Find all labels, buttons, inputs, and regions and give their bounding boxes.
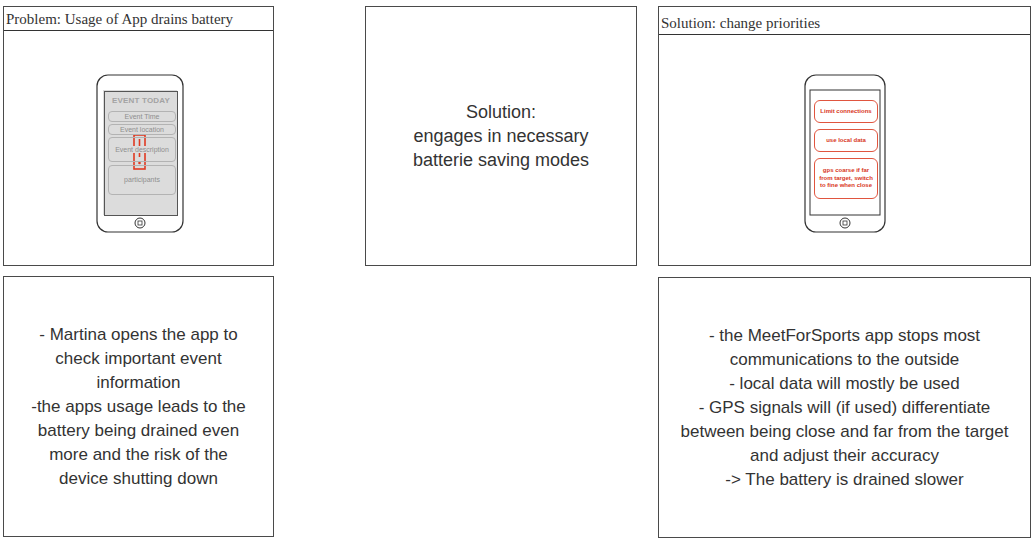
screen-field: participants bbox=[108, 165, 176, 195]
screen-title: EVENT TODAY bbox=[105, 96, 177, 105]
problem-frame: Problem: Usage of App drains batteryEVEN… bbox=[3, 6, 274, 266]
node-label: Solution: bbox=[466, 100, 536, 124]
left-phone bbox=[97, 75, 183, 232]
bullet-text: -> The battery is drained slower bbox=[725, 468, 963, 492]
node-label: Event Time bbox=[123, 113, 160, 121]
phone-screen bbox=[810, 90, 880, 215]
home-button-icon bbox=[843, 221, 847, 225]
phone-screen-fill bbox=[103, 90, 177, 215]
screen-field: Event description bbox=[108, 137, 176, 162]
home-button bbox=[840, 218, 850, 228]
bullet-text: - the MeetForSports app stops most commu… bbox=[677, 324, 1012, 372]
bullet-text: -the apps usage leads to the battery bei… bbox=[26, 395, 251, 491]
node-label: gps coarse if far from target, switch to… bbox=[817, 167, 875, 190]
node-label: Limit connections bbox=[820, 108, 871, 116]
frame-heading: Solution: change priorities bbox=[659, 7, 1030, 35]
node-label: use local data bbox=[826, 137, 866, 145]
problem-description: - Martina opens the app to check importa… bbox=[3, 276, 274, 537]
home-button-icon bbox=[138, 221, 142, 225]
bullet-text: - local data will mostly be used bbox=[729, 372, 960, 396]
screen-field: Event Time bbox=[108, 111, 176, 122]
screen-field: Event location bbox=[108, 124, 176, 135]
warning-dot bbox=[138, 162, 141, 165]
home-button bbox=[135, 218, 145, 228]
frame-heading: Problem: Usage of App drains battery bbox=[4, 7, 273, 31]
bullet-text: - Martina opens the app to check importa… bbox=[26, 323, 251, 395]
right-phone bbox=[805, 75, 885, 232]
phone-body bbox=[805, 75, 885, 232]
priority-box: gps coarse if far from target, switch to… bbox=[814, 158, 878, 199]
node-label: engages in necessary batterie saving mod… bbox=[401, 124, 601, 172]
node-label: Event location bbox=[119, 126, 165, 134]
bullet-text: - GPS signals will (if used) differentia… bbox=[677, 396, 1012, 468]
node-label: participants bbox=[123, 176, 161, 184]
solution-frame: Solution: change prioritiesLimit connect… bbox=[658, 6, 1031, 266]
solution-box: Solution:engages in necessary batterie s… bbox=[365, 6, 637, 266]
phone-screen: EVENT TODAY Event TimeEvent locationEvent… bbox=[104, 91, 178, 216]
phone-body bbox=[97, 75, 183, 232]
solution-description: - the MeetForSports app stops most commu… bbox=[658, 277, 1031, 538]
priority-box: use local data bbox=[814, 129, 878, 152]
node-label: Event description bbox=[114, 146, 170, 154]
priority-box: Limit connections bbox=[814, 100, 878, 123]
